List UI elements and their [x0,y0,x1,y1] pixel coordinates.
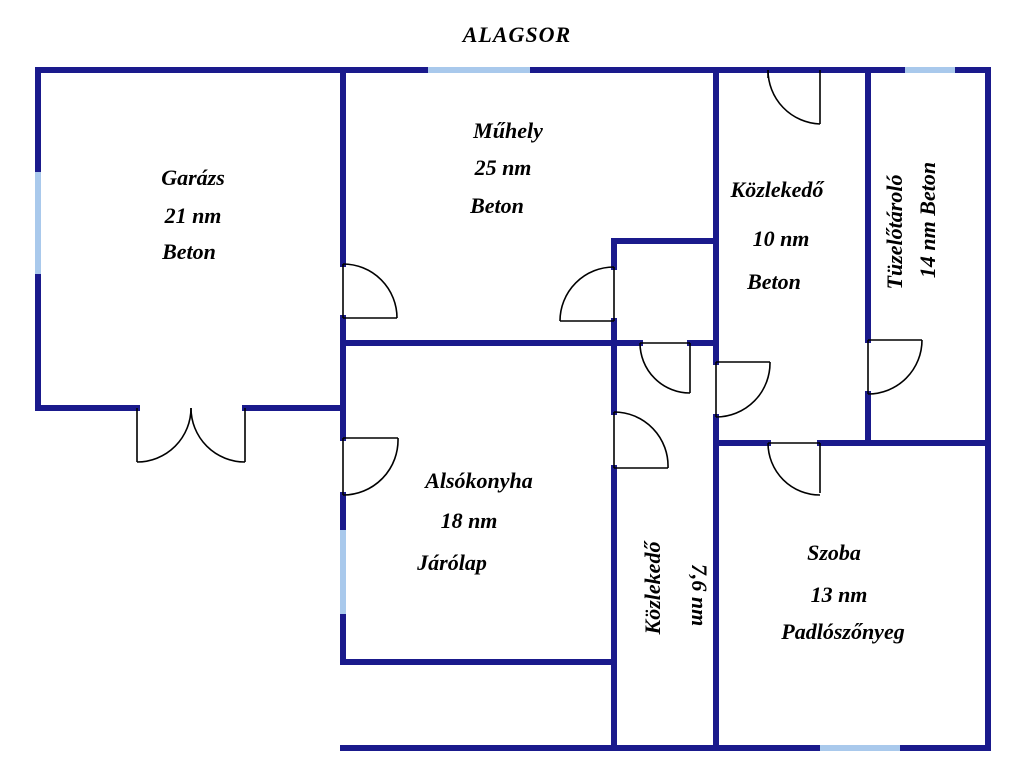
walls [35,67,991,751]
room-garazs-area: 21 nm [164,203,222,228]
room-kozlekedo-upper-name: Közlekedő [730,177,826,202]
windows [35,67,955,751]
room-garazs-floor: Beton [161,239,216,264]
door-alsokonyha-corridor [613,411,669,469]
door-corridor-kozlekedo [715,361,771,418]
room-szoba-area: 13 nm [811,582,868,607]
room-muhely-name: Műhely [472,118,543,143]
room-kozlekedo-upper-floor: Beton [746,269,801,294]
door-kozlekedo-top [767,69,821,125]
room-alsokonyha-area: 18 nm [441,508,498,533]
room-alsokonyha-name: Alsókonyha [423,468,533,493]
room-kozlekedo-lower-area: 7,6 nm [687,564,712,626]
room-kozlekedo-upper: Közlekedő 10 nm Beton [730,177,826,294]
room-tuzelotarolo: Tüzelőtároló 14 nm Beton [882,162,940,290]
room-garazs: Garázs 21 nm Beton [161,165,225,264]
door-garage-muhely [342,263,398,319]
room-muhely: Műhely 25 nm Beton [469,118,543,218]
room-tuzelotarolo-area-floor: 14 nm Beton [915,162,940,278]
garage-door [136,407,246,463]
room-kozlekedo-lower-name: Közlekedő [640,540,665,636]
room-muhely-floor: Beton [469,193,524,218]
room-garazs-name: Garázs [161,165,225,190]
doors [136,69,923,496]
room-alsokonyha: Alsókonyha 18 nm Járólap [416,468,533,575]
room-szoba-floor: Padlószőnyeg [780,619,904,644]
door-hall-corridor [639,342,691,394]
door-muhely-hall [559,266,615,322]
door-alsokonyha-left [342,437,399,496]
room-kozlekedo-lower: Közlekedő 7,6 nm [640,540,712,636]
plan-title: ALAGSOR [461,22,571,47]
room-szoba-name: Szoba [807,540,861,565]
door-szoba [767,442,821,496]
room-alsokonyha-floor: Járólap [416,550,487,575]
room-muhely-area: 25 nm [474,155,532,180]
room-tuzelotarolo-name: Tüzelőtároló [882,175,907,290]
room-szoba: Szoba 13 nm Padlószőnyeg [780,540,904,644]
room-kozlekedo-upper-area: 10 nm [753,226,810,251]
door-tuzelotarolo [867,339,923,395]
